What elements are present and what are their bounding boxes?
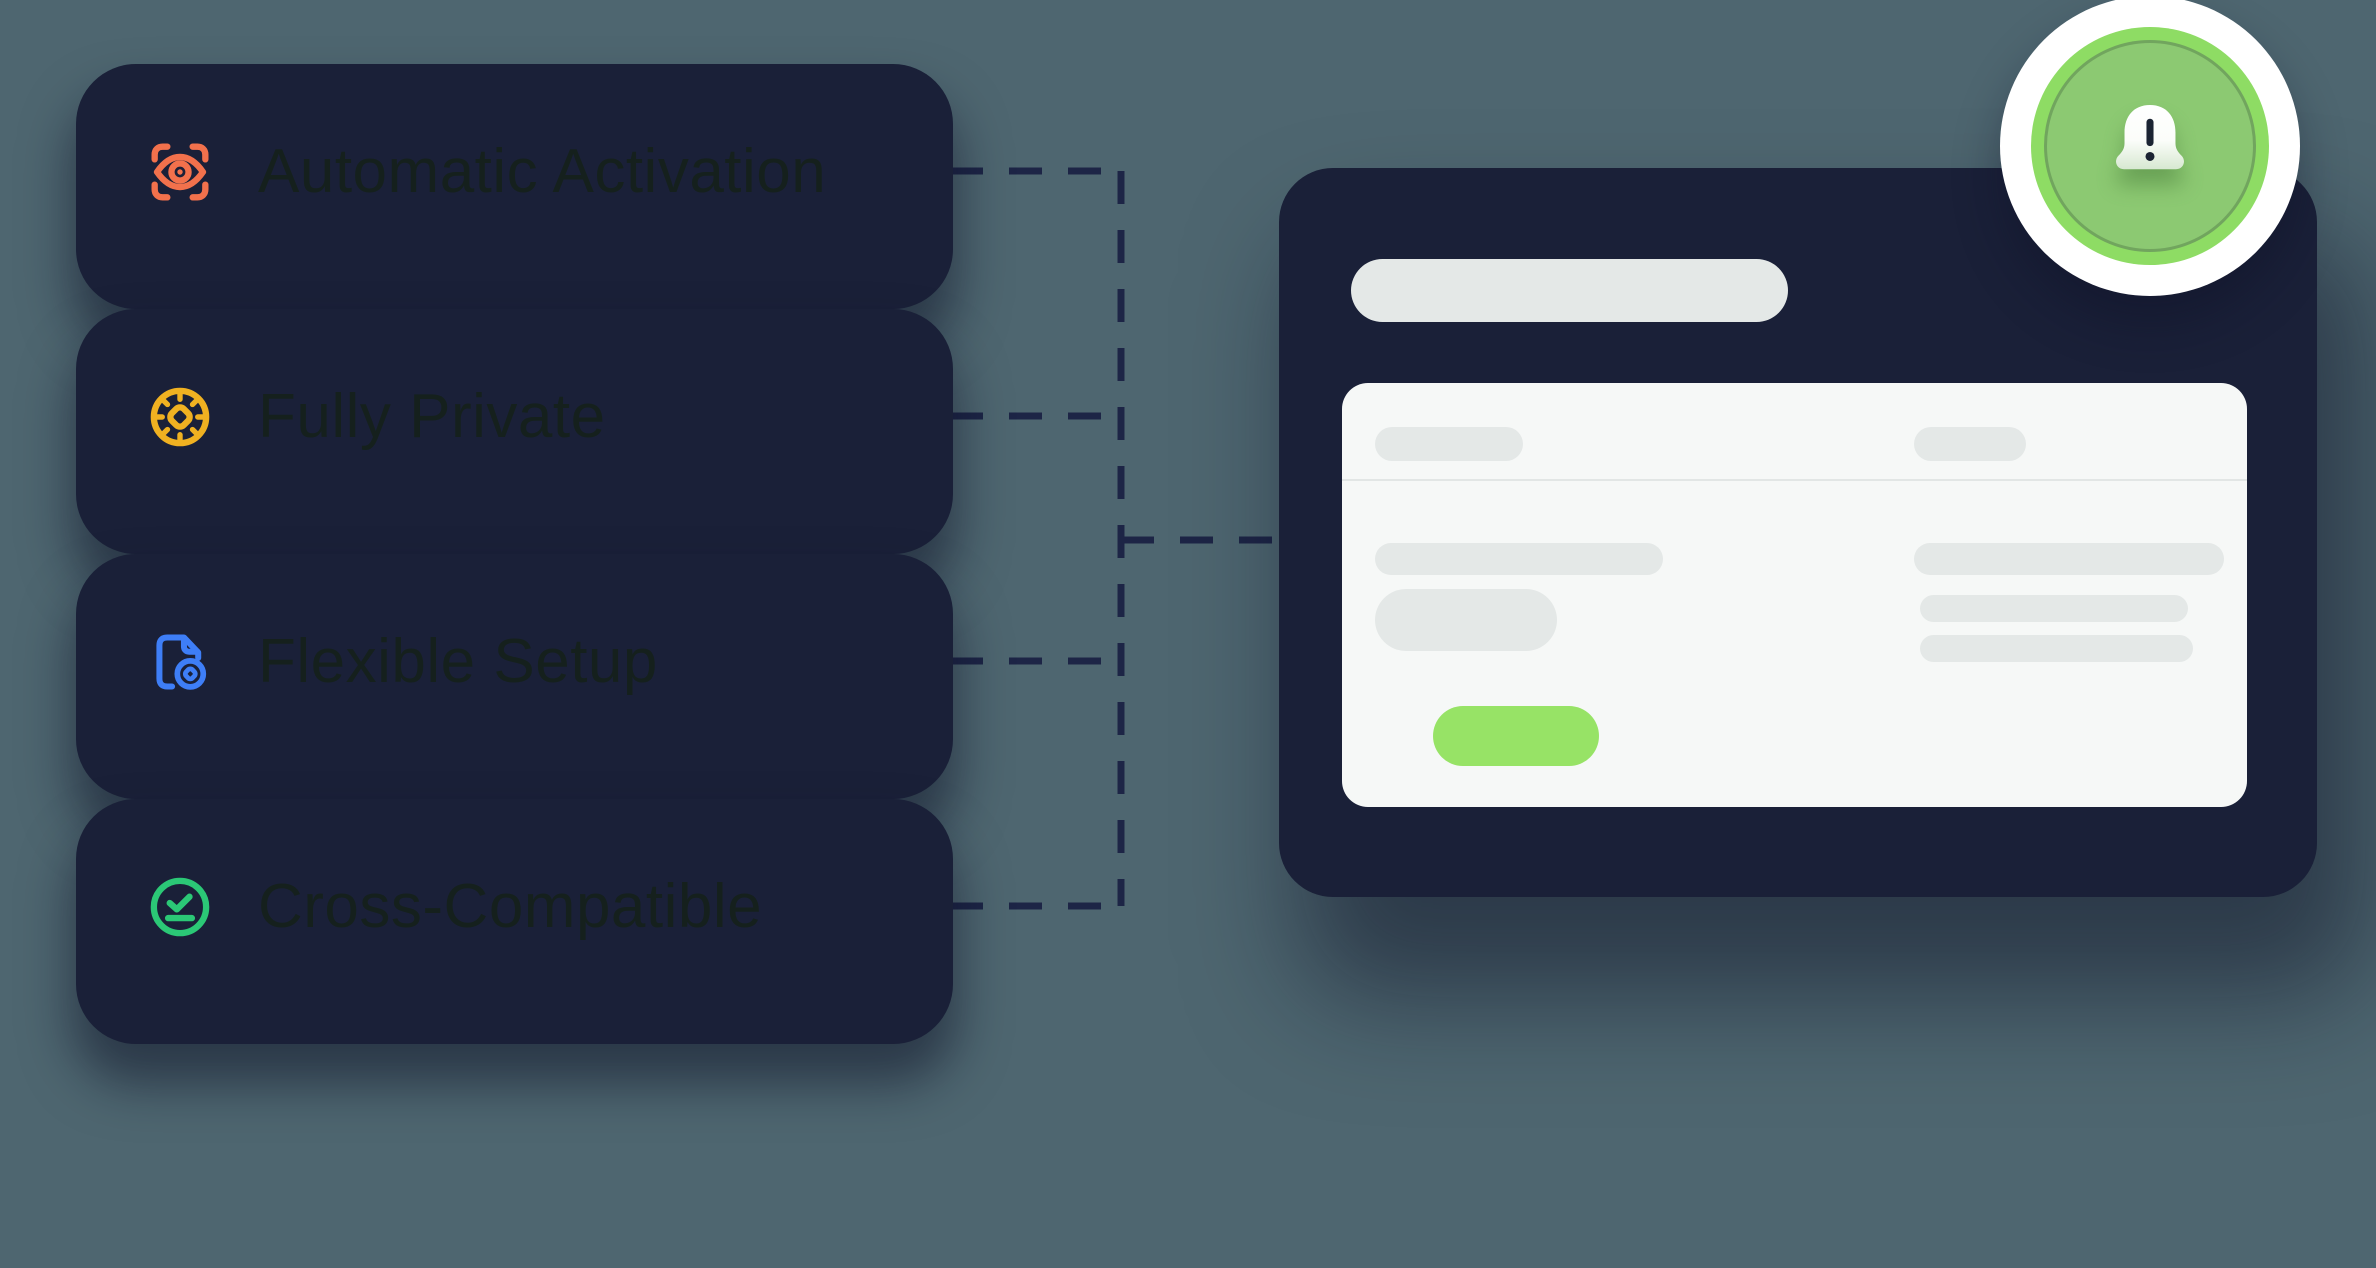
bell-alert-icon [2116,105,2184,170]
placeholder-chip [1375,427,1523,461]
scan-eye-icon [142,134,218,210]
primary-button-placeholder[interactable] [1433,706,1599,766]
document-settings-icon [142,624,218,700]
placeholder-line [1375,543,1663,575]
feature-card-automatic-activation: Automatic Activation [76,64,953,309]
feature-card-fully-private: Fully Private [76,309,953,554]
title-placeholder [1351,259,1788,322]
content-panel [1342,383,2247,807]
placeholder-line [1920,635,2193,662]
feature-card-cross-compatible: Cross-Compatible [76,799,953,1044]
dial-icon [142,379,218,455]
check-circle-icon [142,869,218,945]
feature-card-flexible-setup: Flexible Setup [76,554,953,799]
placeholder-block [1375,589,1557,651]
placeholder-chip [1914,427,2026,461]
divider [1342,479,2247,481]
feature-label: Cross-Compatible [258,872,763,941]
feature-label: Fully Private [258,382,606,451]
feature-label: Flexible Setup [258,627,658,696]
notification-badge [2000,0,2300,296]
placeholder-line [1920,595,2188,622]
feature-label: Automatic Activation [258,137,827,206]
placeholder-line [1914,543,2224,575]
badge-green-ring [2031,27,2269,265]
